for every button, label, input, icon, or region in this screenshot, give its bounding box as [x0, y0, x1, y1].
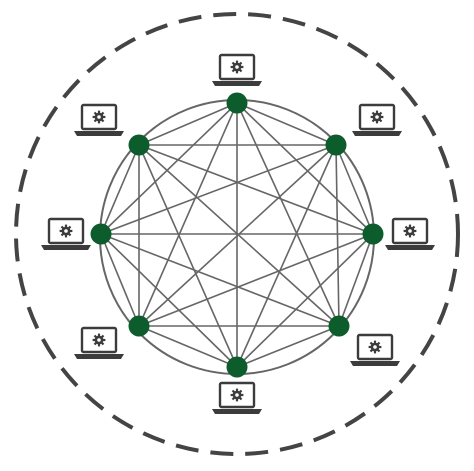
mesh-link-n2-n5 — [236, 144, 337, 368]
mesh-link-n3-n5 — [236, 233, 374, 368]
network-node-top-right — [325, 134, 347, 156]
laptop-icon-top-left — [74, 103, 124, 136]
mesh-link-n3-n6 — [138, 233, 374, 327]
mesh-link-n4-n8 — [138, 144, 340, 327]
laptop-icon-bottom-left — [74, 326, 124, 359]
network-boundary — [14, 12, 460, 456]
laptop-base — [352, 131, 402, 136]
mesh-link-n5-n7 — [100, 233, 238, 368]
mesh-link-n3-n4 — [338, 233, 374, 327]
laptop-base — [41, 245, 91, 250]
gear-icon — [92, 110, 106, 124]
network-node-top-left — [128, 134, 150, 156]
laptop-icon-top-right — [352, 103, 402, 136]
gear-icon — [368, 340, 382, 354]
mesh-link-n2-n6 — [138, 144, 337, 327]
mesh-link-n2-n4 — [335, 144, 340, 327]
laptop-group — [41, 53, 435, 414]
mesh-link-n1-n6 — [138, 102, 238, 327]
gear-icon — [230, 60, 244, 74]
network-node-right — [362, 223, 384, 245]
laptop-base — [212, 81, 262, 86]
mesh-link-n1-n8 — [138, 102, 238, 146]
mesh-link-n1-n3 — [236, 102, 374, 235]
laptop-icon-bottom — [212, 381, 262, 414]
gear-icon — [403, 224, 417, 238]
mesh-link-n1-n2 — [236, 102, 337, 146]
node-group — [90, 92, 384, 378]
laptop-base — [74, 354, 124, 359]
mesh-link-n7-n8 — [100, 144, 140, 235]
laptop-icon-right — [385, 217, 435, 250]
laptop-icon-bottom-right — [350, 333, 400, 366]
mesh-link-n4-n5 — [236, 325, 340, 368]
laptop-icon-left — [41, 217, 91, 250]
network-node-top — [226, 92, 248, 114]
laptop-base — [74, 131, 124, 136]
laptop-icon-top — [212, 53, 262, 86]
laptop-base — [350, 361, 400, 366]
laptop-base — [385, 245, 435, 250]
network-node-left — [90, 223, 112, 245]
mesh-link-n3-n8 — [138, 144, 374, 235]
gear-icon — [59, 224, 73, 238]
mesh-link-n2-n7 — [100, 144, 337, 235]
network-node-bottom — [226, 356, 248, 378]
gear-icon — [370, 110, 384, 124]
mesh-link-n6-n7 — [100, 233, 140, 327]
laptop-base — [212, 409, 262, 414]
network-node-bottom-right — [328, 315, 350, 337]
gear-icon — [92, 333, 106, 347]
network-node-bottom-left — [128, 315, 150, 337]
mesh-link-n4-n7 — [100, 233, 340, 327]
mesh-link-n1-n7 — [100, 102, 238, 235]
mesh-link-n2-n3 — [335, 144, 374, 235]
mesh-link-n5-n8 — [138, 144, 238, 368]
gear-icon — [230, 388, 244, 402]
mesh-links — [100, 102, 374, 368]
mesh-link-n1-n4 — [236, 102, 340, 327]
mesh-link-n5-n6 — [138, 325, 238, 368]
